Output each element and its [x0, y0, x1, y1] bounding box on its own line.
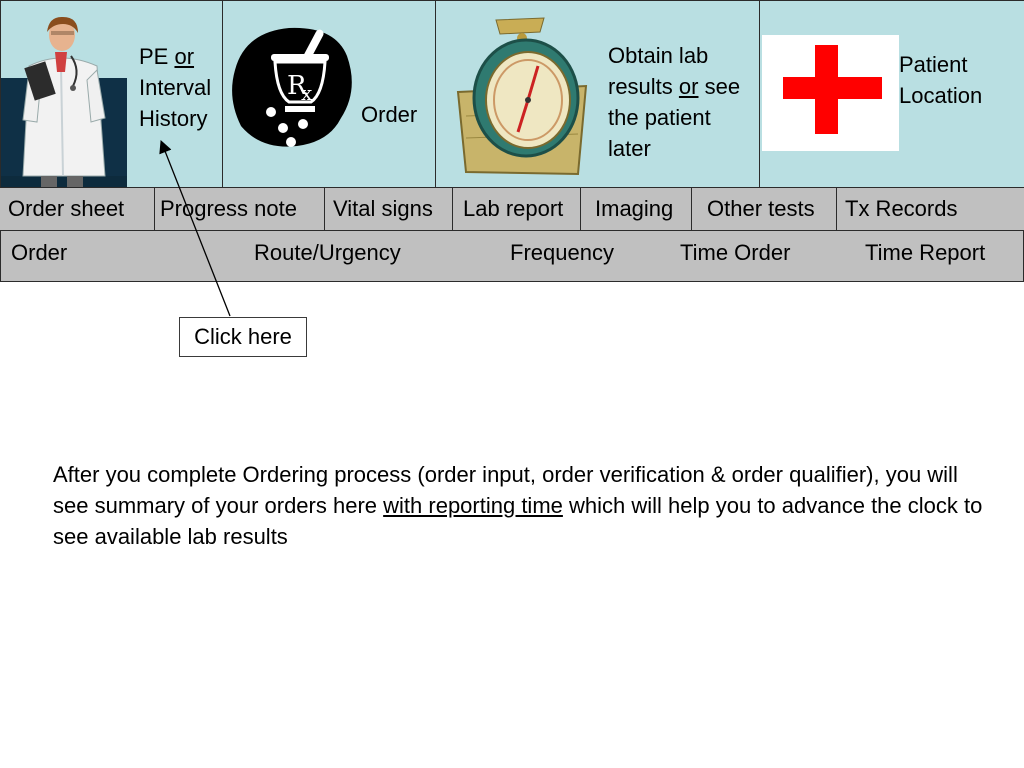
- pe-history-cell[interactable]: PE or Interval History: [0, 0, 223, 188]
- tab-vital-signs[interactable]: Vital signs: [325, 188, 453, 230]
- red-cross-icon: [762, 35, 899, 151]
- order-cell[interactable]: R x Order: [223, 0, 436, 188]
- patient-location-label: Patient Location: [899, 52, 983, 108]
- column-route-urgency: Route/Urgency: [254, 240, 401, 265]
- column-order: Order: [11, 240, 68, 265]
- lab-results-cell[interactable]: Obtain lab results or see the patient la…: [436, 0, 760, 188]
- click-here-callout[interactable]: Click here: [179, 317, 307, 357]
- pe-history-label: PE or Interval History: [139, 44, 212, 131]
- tab-order-sheet[interactable]: Order sheet: [0, 188, 155, 230]
- tab-lab-report[interactable]: Lab report: [453, 188, 581, 230]
- top-toolbar: PE or Interval History R x Order: [0, 0, 1024, 188]
- tab-imaging[interactable]: Imaging: [581, 188, 692, 230]
- tab-progress-note[interactable]: Progress note: [155, 188, 325, 230]
- order-label: Order: [361, 102, 418, 127]
- column-time-report: Time Report: [865, 240, 986, 265]
- column-frequency: Frequency: [510, 240, 614, 265]
- top-border: [0, 0, 1024, 1]
- instruction-text: After you complete Ordering process (ord…: [53, 462, 983, 549]
- doctor-icon: [1, 16, 127, 188]
- order-summary-header: Order Route/Urgency Frequency Time Order…: [0, 230, 1024, 282]
- svg-text:R: R: [287, 71, 308, 101]
- record-tabs: Order sheet Progress note Vital signs La…: [0, 187, 1024, 231]
- alarm-clock-icon: [456, 17, 588, 176]
- mortar-pestle-rx-icon: R x: [232, 27, 352, 147]
- tab-tx-records[interactable]: Tx Records: [845, 196, 958, 221]
- svg-text:x: x: [301, 81, 313, 105]
- patient-location-cell[interactable]: Patient Location: [760, 0, 1024, 188]
- lab-results-label: Obtain lab results or see the patient la…: [608, 43, 741, 161]
- tab-other-tests[interactable]: Other tests: [692, 188, 837, 230]
- column-time-order: Time Order: [680, 240, 791, 265]
